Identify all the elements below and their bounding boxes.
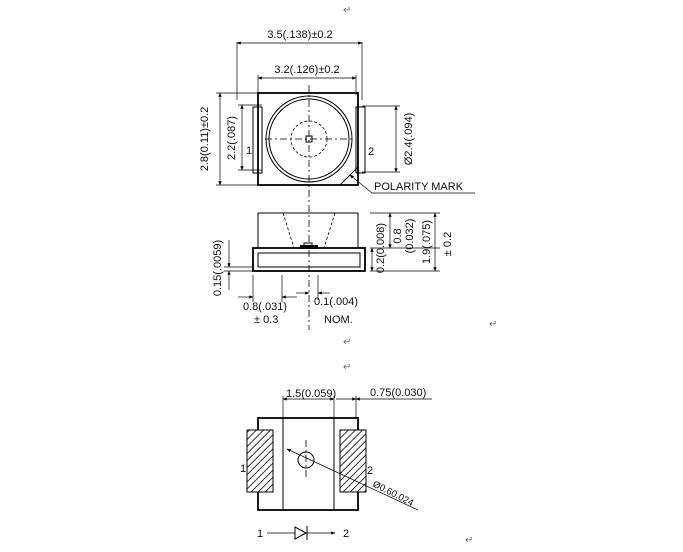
dim-0-8: 0.8: [392, 228, 404, 243]
dim-0-2: 0.2(0.008): [375, 223, 387, 273]
pin-2-label: 2: [368, 146, 374, 158]
dim-inner-height: 2.2(.087): [226, 116, 238, 160]
side-view: 0.8 (0.032) 0.2(0.008) 1.9(.075) ± 0.2 0…: [212, 212, 454, 326]
lens-outline: [265, 95, 353, 183]
paragraph-mark: ↵: [343, 5, 351, 16]
paragraph-mark: ↵: [489, 319, 497, 330]
dim-1-9: 1.9(.075): [421, 220, 433, 264]
dim-0-1: 0.1(.004): [314, 296, 358, 308]
dim-pad-width: 0.8(.031): [243, 301, 287, 313]
dim-lens-diameter: Ø2.4(.094): [403, 113, 415, 166]
dim-pad-tolerance: ± 0.3: [254, 314, 278, 326]
pad-2: [339, 429, 367, 493]
hole-leader: [286, 448, 419, 511]
footprint-pin-1: 1: [240, 463, 246, 475]
polarity-mark-label: POLARITY MARK: [374, 181, 464, 193]
top-view: 3.5(.138)±0.2 3.2(.126)±0.2 2.8(0.11)±0.…: [199, 29, 475, 330]
footprint-pin-2: 2: [367, 465, 373, 477]
dim-overall-width: 3.5(.138)±0.2: [267, 29, 332, 41]
dim-pad-size: 0.75(0.030): [370, 387, 426, 399]
paragraph-mark: ↵: [465, 535, 473, 546]
dim-0-032: (0.032): [404, 219, 416, 254]
diode-cathode-label: 2: [343, 528, 349, 540]
dim-0-15: 0.15(.0059): [212, 240, 224, 296]
paragraph-mark: ↵: [343, 362, 351, 373]
polarity-leader: [349, 174, 475, 194]
package-body: [257, 92, 359, 186]
dim-pitch: 1.5(0.059): [286, 388, 336, 400]
diode-symbol: 1 2: [257, 526, 349, 540]
dim-nom: NOM.: [324, 314, 353, 326]
dim-body-width: 3.2(.126)±0.2: [274, 64, 339, 76]
dim-hole-diameter: Ø0.60.024: [371, 479, 416, 509]
dim-1-9-tolerance: ± 0.2: [442, 232, 454, 256]
paragraph-mark: ↵: [343, 337, 351, 348]
pin-1-label: 1: [246, 145, 252, 157]
diode-triangle: [294, 526, 308, 540]
pin-tab-right: [355, 106, 366, 174]
footprint-view: 1.5(0.059) 0.75(0.030) Ø0.60.024 1 2: [240, 387, 432, 511]
dim-overall-height: 2.8(0.11)±0.2: [199, 107, 211, 172]
diode-anode-label: 1: [257, 528, 263, 540]
pad-1: [246, 429, 274, 493]
